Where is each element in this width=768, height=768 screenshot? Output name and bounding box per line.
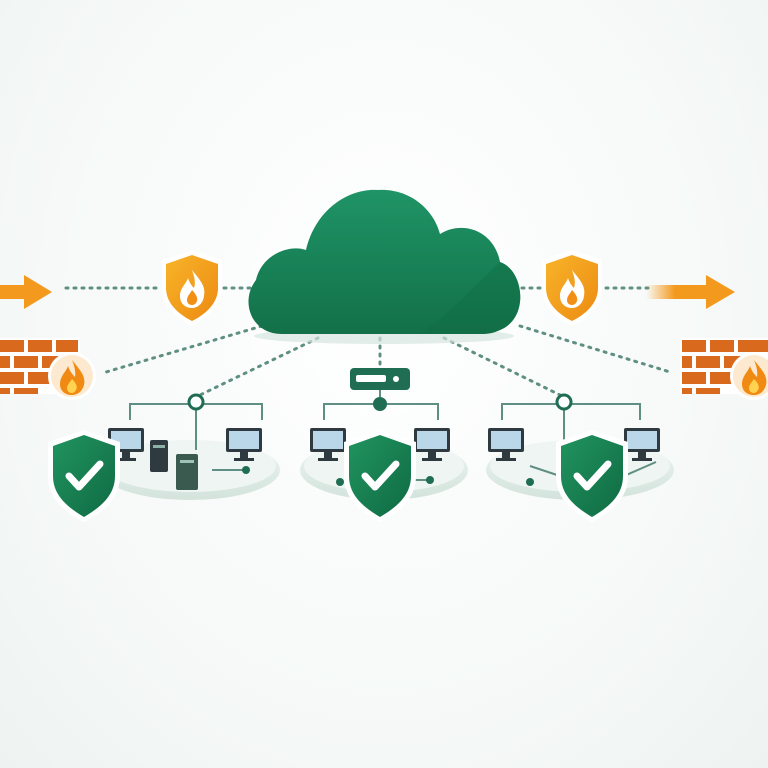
monitor-icon — [488, 428, 524, 461]
left-arrow-icon — [0, 275, 52, 309]
flame-icon — [180, 270, 205, 308]
checkmark-icon — [573, 460, 612, 491]
left-check-shield-icon — [48, 430, 120, 522]
right-fire-shield-icon — [542, 250, 602, 326]
right-brick-firewall-icon — [680, 338, 768, 400]
server-tower-icon — [150, 440, 198, 490]
center-check-shield-icon — [344, 430, 416, 522]
left-network-cluster — [100, 393, 280, 500]
monitor-icon — [414, 428, 450, 461]
checkmark-icon — [65, 460, 104, 491]
hub-node-icon — [555, 393, 573, 411]
left-brick-firewall-icon — [0, 338, 96, 400]
checkmark-icon — [361, 460, 400, 491]
connector-cloud-to-left-network — [198, 336, 320, 397]
monitor-icon — [226, 428, 262, 461]
cloud-icon — [248, 189, 521, 344]
hub-node-icon — [187, 393, 205, 411]
connector-lines — [64, 286, 672, 397]
monitor-icon — [310, 428, 346, 461]
fire-badge-icon — [730, 352, 768, 400]
connector-cloud-to-right-network — [442, 336, 562, 397]
router-icon — [350, 368, 410, 390]
flame-icon — [560, 270, 585, 308]
right-check-shield-icon — [556, 430, 628, 522]
monitor-icon — [624, 428, 660, 461]
connector-cloud-to-right-firewall — [518, 324, 672, 374]
right-arrow-icon — [646, 275, 735, 309]
connector-cloud-to-left-firewall — [104, 324, 264, 374]
hub-node-icon — [373, 397, 387, 411]
fire-badge-icon — [48, 352, 96, 400]
left-fire-shield-icon — [162, 250, 222, 326]
